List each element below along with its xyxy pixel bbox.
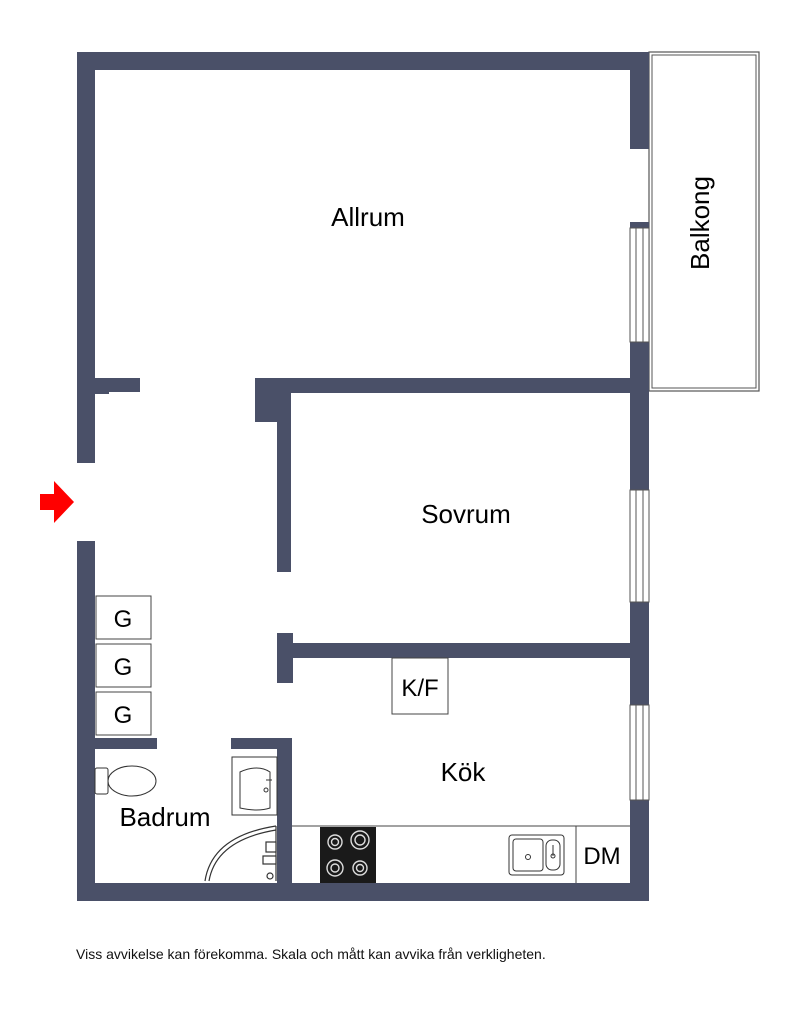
wardrobes: [95, 595, 152, 736]
floor-plan: Allrum Balkong Sovrum Kök Badrum G G G K…: [40, 51, 760, 901]
balcony: [648, 51, 760, 392]
window-sovrum: [629, 489, 650, 603]
wardrobe-label-1: G: [114, 606, 133, 633]
wardrobe-1: [95, 595, 152, 640]
wall-right-5: [630, 800, 649, 901]
entrance-arrow-icon: [40, 481, 74, 523]
room-label-badrum: Badrum: [119, 802, 210, 832]
window-allrum: [629, 227, 650, 343]
fridge-freezer: [391, 657, 449, 715]
wardrobe-label-2: G: [114, 654, 133, 681]
room-label-balkong: Balkong: [685, 176, 715, 270]
dishwasher-label: DM: [583, 843, 620, 870]
wall-right-1: [630, 52, 649, 149]
room-label-allrum: Allrum: [331, 202, 405, 232]
windows: [629, 227, 650, 801]
stove-icon: [320, 827, 376, 883]
room-label-sovrum: Sovrum: [421, 499, 511, 529]
wardrobe-3: [95, 691, 152, 736]
wall-right-2: [630, 222, 649, 228]
kitchen-counter: [292, 825, 630, 883]
toilet-icon: [94, 765, 157, 797]
room-label-kok: Kök: [441, 757, 487, 787]
walls: [77, 52, 649, 901]
washbasin-icon: [231, 756, 278, 816]
wardrobe-label-3: G: [114, 702, 133, 729]
wall-bottom: [77, 883, 649, 901]
sink-icon: [508, 834, 565, 876]
wall-left-lower: [77, 541, 95, 901]
disclaimer-text: Viss avvikelse kan förekomma. Skala och …: [76, 946, 546, 962]
wardrobe-2: [95, 643, 152, 688]
wall-left-upper: [77, 52, 95, 463]
fridge-freezer-label: K/F: [401, 675, 438, 702]
wall-right-3: [630, 342, 649, 490]
window-kok: [629, 704, 650, 801]
wall-right-4: [630, 602, 649, 705]
shower-icon: [204, 825, 277, 882]
wall-top: [77, 52, 649, 70]
